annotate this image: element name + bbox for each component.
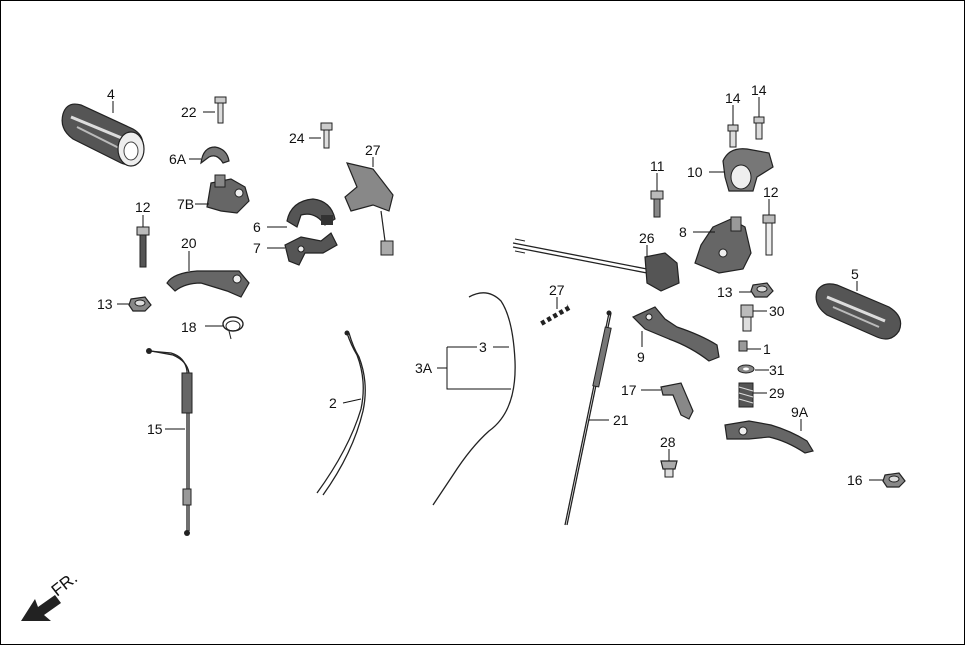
nut-16 xyxy=(882,472,906,488)
lever-holder-7b xyxy=(206,174,250,214)
label-6: 6 xyxy=(253,219,261,235)
bolt-14-a xyxy=(727,124,739,148)
master-cylinder-8 xyxy=(694,216,752,274)
label-6a: 6A xyxy=(169,151,187,167)
label-27-mid: 27 xyxy=(549,282,565,298)
label-14-b: 14 xyxy=(751,82,767,98)
cable-2 xyxy=(316,330,366,496)
pin-1 xyxy=(738,340,748,352)
spring-29 xyxy=(738,382,754,408)
bolt-11 xyxy=(650,190,664,218)
bolt-22 xyxy=(214,96,227,124)
label-17: 17 xyxy=(621,382,637,398)
label-13-right: 13 xyxy=(717,284,733,300)
nut-13-left xyxy=(128,296,152,312)
brake-lever-9 xyxy=(631,306,720,362)
label-12-right: 12 xyxy=(763,184,779,200)
cable-3 xyxy=(432,292,516,506)
front-arrow-icon xyxy=(21,595,61,621)
label-11: 11 xyxy=(650,158,665,174)
label-24: 24 xyxy=(289,130,305,146)
label-14-a: 14 xyxy=(725,90,741,106)
switch-6 xyxy=(286,198,336,228)
label-13-left: 13 xyxy=(97,296,113,312)
label-1: 1 xyxy=(763,341,771,357)
label-9a: 9A xyxy=(791,404,809,420)
throttle-housing-26 xyxy=(512,238,680,292)
switch-7 xyxy=(284,232,338,266)
left-grip xyxy=(61,103,145,167)
label-7b: 7B xyxy=(177,196,194,212)
label-3: 3 xyxy=(479,339,487,355)
lever-9a xyxy=(724,420,814,454)
cable-15 xyxy=(146,348,193,536)
bolt-12-right xyxy=(762,214,776,256)
label-3a: 3A xyxy=(415,360,433,376)
label-16: 16 xyxy=(847,472,863,488)
cable-21 xyxy=(564,310,612,526)
label-30: 30 xyxy=(769,303,785,319)
spring-18 xyxy=(222,316,244,340)
label-27-top: 27 xyxy=(365,142,381,158)
adjuster-30 xyxy=(740,304,754,332)
clutch-lever-20 xyxy=(166,270,250,298)
nut-13-right xyxy=(750,282,774,298)
label-20: 20 xyxy=(181,235,197,251)
label-4: 4 xyxy=(107,86,115,102)
bracket-17 xyxy=(660,382,694,420)
clamp-6a xyxy=(200,146,230,165)
label-28: 28 xyxy=(660,434,676,450)
label-26: 26 xyxy=(639,230,655,246)
label-29: 29 xyxy=(769,385,785,401)
label-9: 9 xyxy=(637,349,645,365)
bolt-14-b xyxy=(753,116,765,140)
right-grip xyxy=(815,283,902,340)
label-8: 8 xyxy=(679,224,687,240)
bracket-27-top xyxy=(344,162,394,256)
label-22: 22 xyxy=(181,104,197,120)
bolt-12-left xyxy=(136,226,150,268)
label-7: 7 xyxy=(253,240,261,256)
bolt-28 xyxy=(660,460,678,478)
label-10: 10 xyxy=(687,164,703,180)
front-marker-label: FR. xyxy=(48,568,81,600)
label-15: 15 xyxy=(147,421,163,437)
washer-31 xyxy=(737,364,755,374)
label-18: 18 xyxy=(181,319,197,335)
label-5: 5 xyxy=(851,266,859,282)
label-2: 2 xyxy=(329,395,337,411)
bolt-24 xyxy=(320,122,333,149)
clamp-10 xyxy=(722,148,774,192)
label-12-left: 12 xyxy=(135,199,151,215)
label-31: 31 xyxy=(769,362,785,378)
harness-27-mid xyxy=(538,304,571,326)
label-21: 21 xyxy=(613,412,629,428)
